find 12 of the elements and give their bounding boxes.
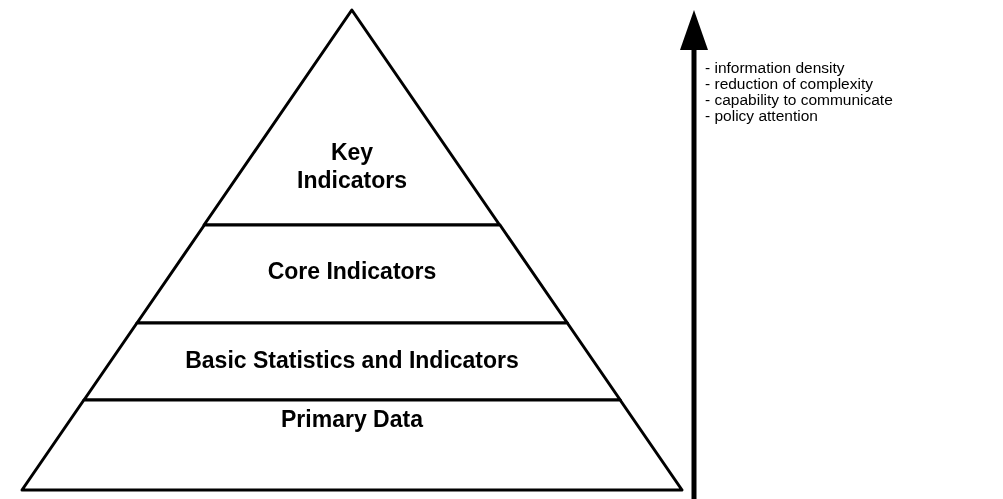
layer-label: Basic Statistics and Indicators: [185, 346, 519, 374]
layer-label: Core Indicators: [267, 257, 437, 285]
pyramid-layer: [136, 225, 568, 323]
bullet-text: - information density: [705, 60, 845, 76]
pyramid-layer: [22, 400, 682, 490]
layer-label: Key Indicators: [296, 138, 408, 194]
pyramid-top: [204, 10, 500, 225]
bullet-text: - policy attention: [705, 108, 818, 124]
bullet-text: - reduction of complexity: [705, 76, 873, 92]
bullet-text: - capability to communicate: [705, 92, 893, 108]
pyramid-layer: [83, 323, 621, 400]
layer-label: Primary Data: [281, 405, 423, 433]
